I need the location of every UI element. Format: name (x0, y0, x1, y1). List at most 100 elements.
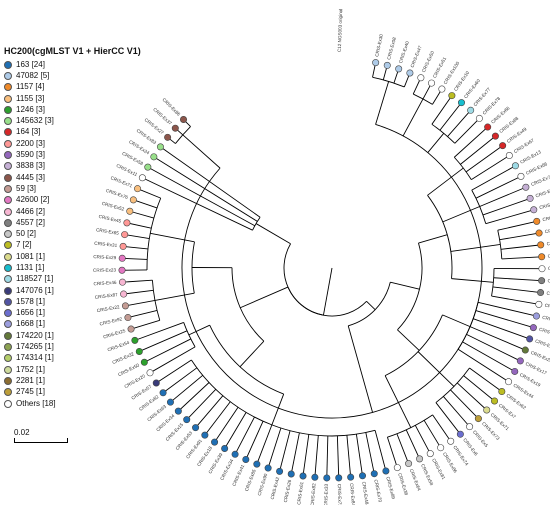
scale-line (14, 438, 68, 443)
tree-branch (479, 186, 527, 207)
tip-label: CRIS-Ex30 (535, 186, 550, 198)
tree-branch (182, 134, 221, 169)
tree-branch (365, 432, 375, 474)
tip-label: CRIS-Ex13 (519, 149, 542, 165)
legend-label: 4445 [3] (16, 172, 45, 182)
tree-branch (355, 434, 363, 476)
tip-marker (538, 277, 546, 285)
tip-marker (437, 444, 445, 452)
tree-branch (195, 395, 224, 428)
tree-arc (191, 359, 376, 437)
tree-branch (133, 199, 158, 209)
tree-branch (475, 310, 534, 329)
legend-label: 4557 [2] (16, 217, 45, 227)
tip-marker (426, 450, 434, 458)
legend-item: 145632 [3] (4, 115, 154, 126)
tip-label: CRIS-Ex18 (196, 445, 213, 467)
tip-label: CRIS-Ex50 (421, 50, 435, 73)
tip-label: CRIS-Ex38 (397, 472, 409, 496)
tree-branch (374, 430, 387, 472)
tip-label: CRIS-Ex23 (93, 268, 116, 273)
tip-marker (457, 99, 465, 107)
tree-branch (134, 322, 184, 341)
tip-marker (522, 183, 530, 191)
tip-label: CRIS-Ex89 (385, 476, 396, 500)
legend-item: 1155 [3] (4, 93, 154, 104)
legend-swatch (4, 60, 12, 69)
legend-swatch (4, 354, 12, 363)
tip-label: CRIS-Ex21 (548, 252, 550, 258)
tree-branch (457, 348, 509, 383)
tree-branch (256, 424, 273, 465)
tip-label: CRIS-Ex66 (525, 161, 548, 176)
legend-item: 4445 [3] (4, 172, 154, 183)
tip-label: CRIS-Ex76 (105, 188, 129, 200)
tip-marker (521, 346, 529, 354)
tip-marker (538, 265, 546, 273)
tip-marker (150, 153, 158, 161)
tree-arc (181, 124, 483, 419)
tip-label: CRIS-Ex45 (98, 214, 122, 224)
tip-label: CRIS-Ex50 (117, 362, 140, 377)
legend-swatch (4, 275, 12, 284)
tip-marker (242, 456, 250, 464)
tree-branch (245, 421, 264, 460)
legend: HC200(cgMLST V1 + HierCC V1) 163 [24]470… (4, 46, 154, 409)
legend-swatch (4, 331, 12, 340)
tree-branch (144, 338, 192, 363)
legend-label: 1157 [4] (16, 82, 45, 92)
tip-marker (135, 347, 143, 355)
tree-branch (122, 279, 153, 283)
legend-swatch (4, 365, 12, 374)
tip-marker (475, 114, 483, 122)
tree-branch (456, 382, 488, 411)
legend-swatch (4, 320, 12, 329)
tree-branch (396, 433, 409, 464)
tip-label: CRIS-Ex83 (135, 128, 157, 146)
tip-label: CRIS-Ex9 (548, 266, 550, 271)
tree-branch (443, 396, 470, 427)
tree-branch (386, 437, 398, 468)
tip-label: CRIS-Ex31 (94, 241, 118, 248)
tip-label: CRIS-Ex08 (386, 36, 397, 60)
legend-item: Others [18] (4, 398, 154, 409)
legend-item: 1157 [4] (4, 82, 154, 93)
tree-branch (366, 301, 376, 310)
legend-item: 42600 [2] (4, 195, 154, 206)
tip-label: CRIS-Ex32 (112, 351, 135, 365)
tip-marker (526, 194, 534, 202)
legend-item: 174314 [1] (4, 353, 154, 364)
tree-branch (485, 209, 534, 225)
root-label: C12 NGS003 original (337, 9, 344, 53)
tip-label: CRIS-Ex79 (530, 173, 550, 187)
tree-branch (139, 330, 188, 352)
tree-branch (153, 156, 258, 222)
tree-branch (451, 278, 494, 283)
tip-marker (140, 358, 148, 366)
tree-branch (462, 341, 515, 372)
tree-branch (346, 435, 352, 478)
tree-branch (469, 326, 526, 351)
tree-branch (497, 220, 537, 231)
tip-marker (533, 217, 541, 225)
tip-marker (231, 450, 239, 458)
scale-label: 0.02 (14, 428, 30, 437)
tip-marker (335, 474, 343, 482)
tree-arc (283, 243, 324, 316)
legend-label: 3838 [3] (16, 161, 45, 171)
tree-arc (397, 242, 423, 331)
tree-branch (460, 135, 496, 165)
tip-label: CRIS-Ex30 (374, 33, 384, 57)
tip-marker (532, 312, 540, 320)
tip-label: CRIS-Ex58 (121, 151, 144, 167)
tip-marker (323, 474, 331, 482)
tip-label: CRIS-Ex52 (101, 201, 125, 212)
tip-label: CRIS-Ex28 (530, 350, 550, 364)
legend-swatch (4, 376, 12, 385)
tip-marker (372, 59, 380, 67)
tree-branch (267, 427, 282, 469)
tree-branch (123, 245, 149, 250)
tip-marker (538, 253, 546, 261)
tip-label: CRIS-Ex65 (96, 227, 120, 236)
tip-marker (253, 460, 261, 468)
